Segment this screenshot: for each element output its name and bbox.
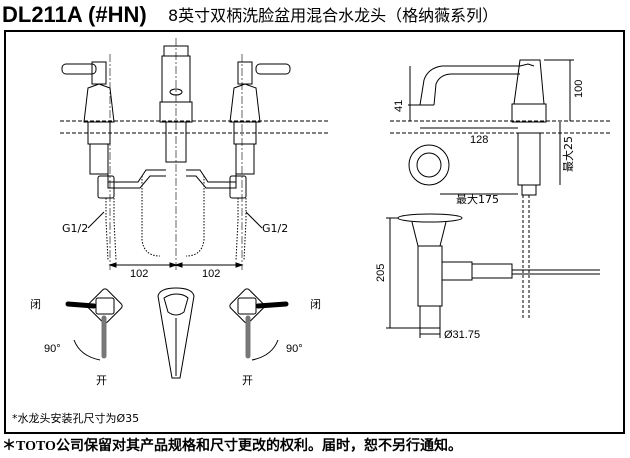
dim-spacing-left: 102	[130, 268, 148, 280]
model-title: DL211A (#HN)	[2, 2, 147, 27]
right-handle	[229, 61, 291, 175]
dim-drain-length: 205	[375, 264, 387, 282]
right-handle-top-view	[229, 288, 289, 361]
left-open-label: 开	[96, 374, 107, 387]
dim-spout-reach: 128	[470, 134, 488, 146]
pop-up-knob-top	[408, 144, 450, 186]
drain-assembly	[397, 213, 600, 329]
left-angle-label: 90°	[44, 343, 61, 355]
product-description: 8英寸双柄洗脸盆用混合水龙头（格纳薇系列）	[168, 6, 499, 25]
dim-total-height: 100	[573, 80, 585, 98]
footer-disclaimer: ＊TOTO公司保留对其产品规格和尺寸更改的权利。届时，恕不另行通知。	[2, 436, 462, 457]
left-close-label: 闭	[30, 298, 41, 311]
dim-max-plate: 最大175	[456, 192, 499, 206]
dim-max-thickness: 最大25	[561, 136, 575, 172]
dim-spacing-right: 102	[202, 268, 220, 280]
install-hole-note: *水龙头安装孔尺寸为Ø35	[12, 411, 139, 425]
right-close-label: 闭	[310, 298, 321, 311]
drawing-frame	[4, 30, 625, 434]
left-handle-top-view	[65, 288, 123, 361]
footer-text: 公司保留对其产品规格和尺寸更改的权利。届时，恕不另行通知。	[55, 438, 462, 454]
left-handle	[61, 61, 115, 175]
dim-drain-diameter: Ø31.75	[444, 329, 480, 341]
footer-prefix: ＊	[2, 438, 16, 454]
footer-brand: TOTO	[16, 439, 56, 454]
right-open-label: 开	[242, 374, 253, 387]
pipe-size-right: G1/2	[262, 222, 288, 235]
side-spout	[419, 59, 547, 123]
dim-spout-height: 41	[393, 100, 405, 112]
spout-front-view	[157, 287, 195, 379]
pipe-size-left: G1/2	[62, 222, 88, 235]
right-angle-label: 90°	[286, 343, 303, 355]
